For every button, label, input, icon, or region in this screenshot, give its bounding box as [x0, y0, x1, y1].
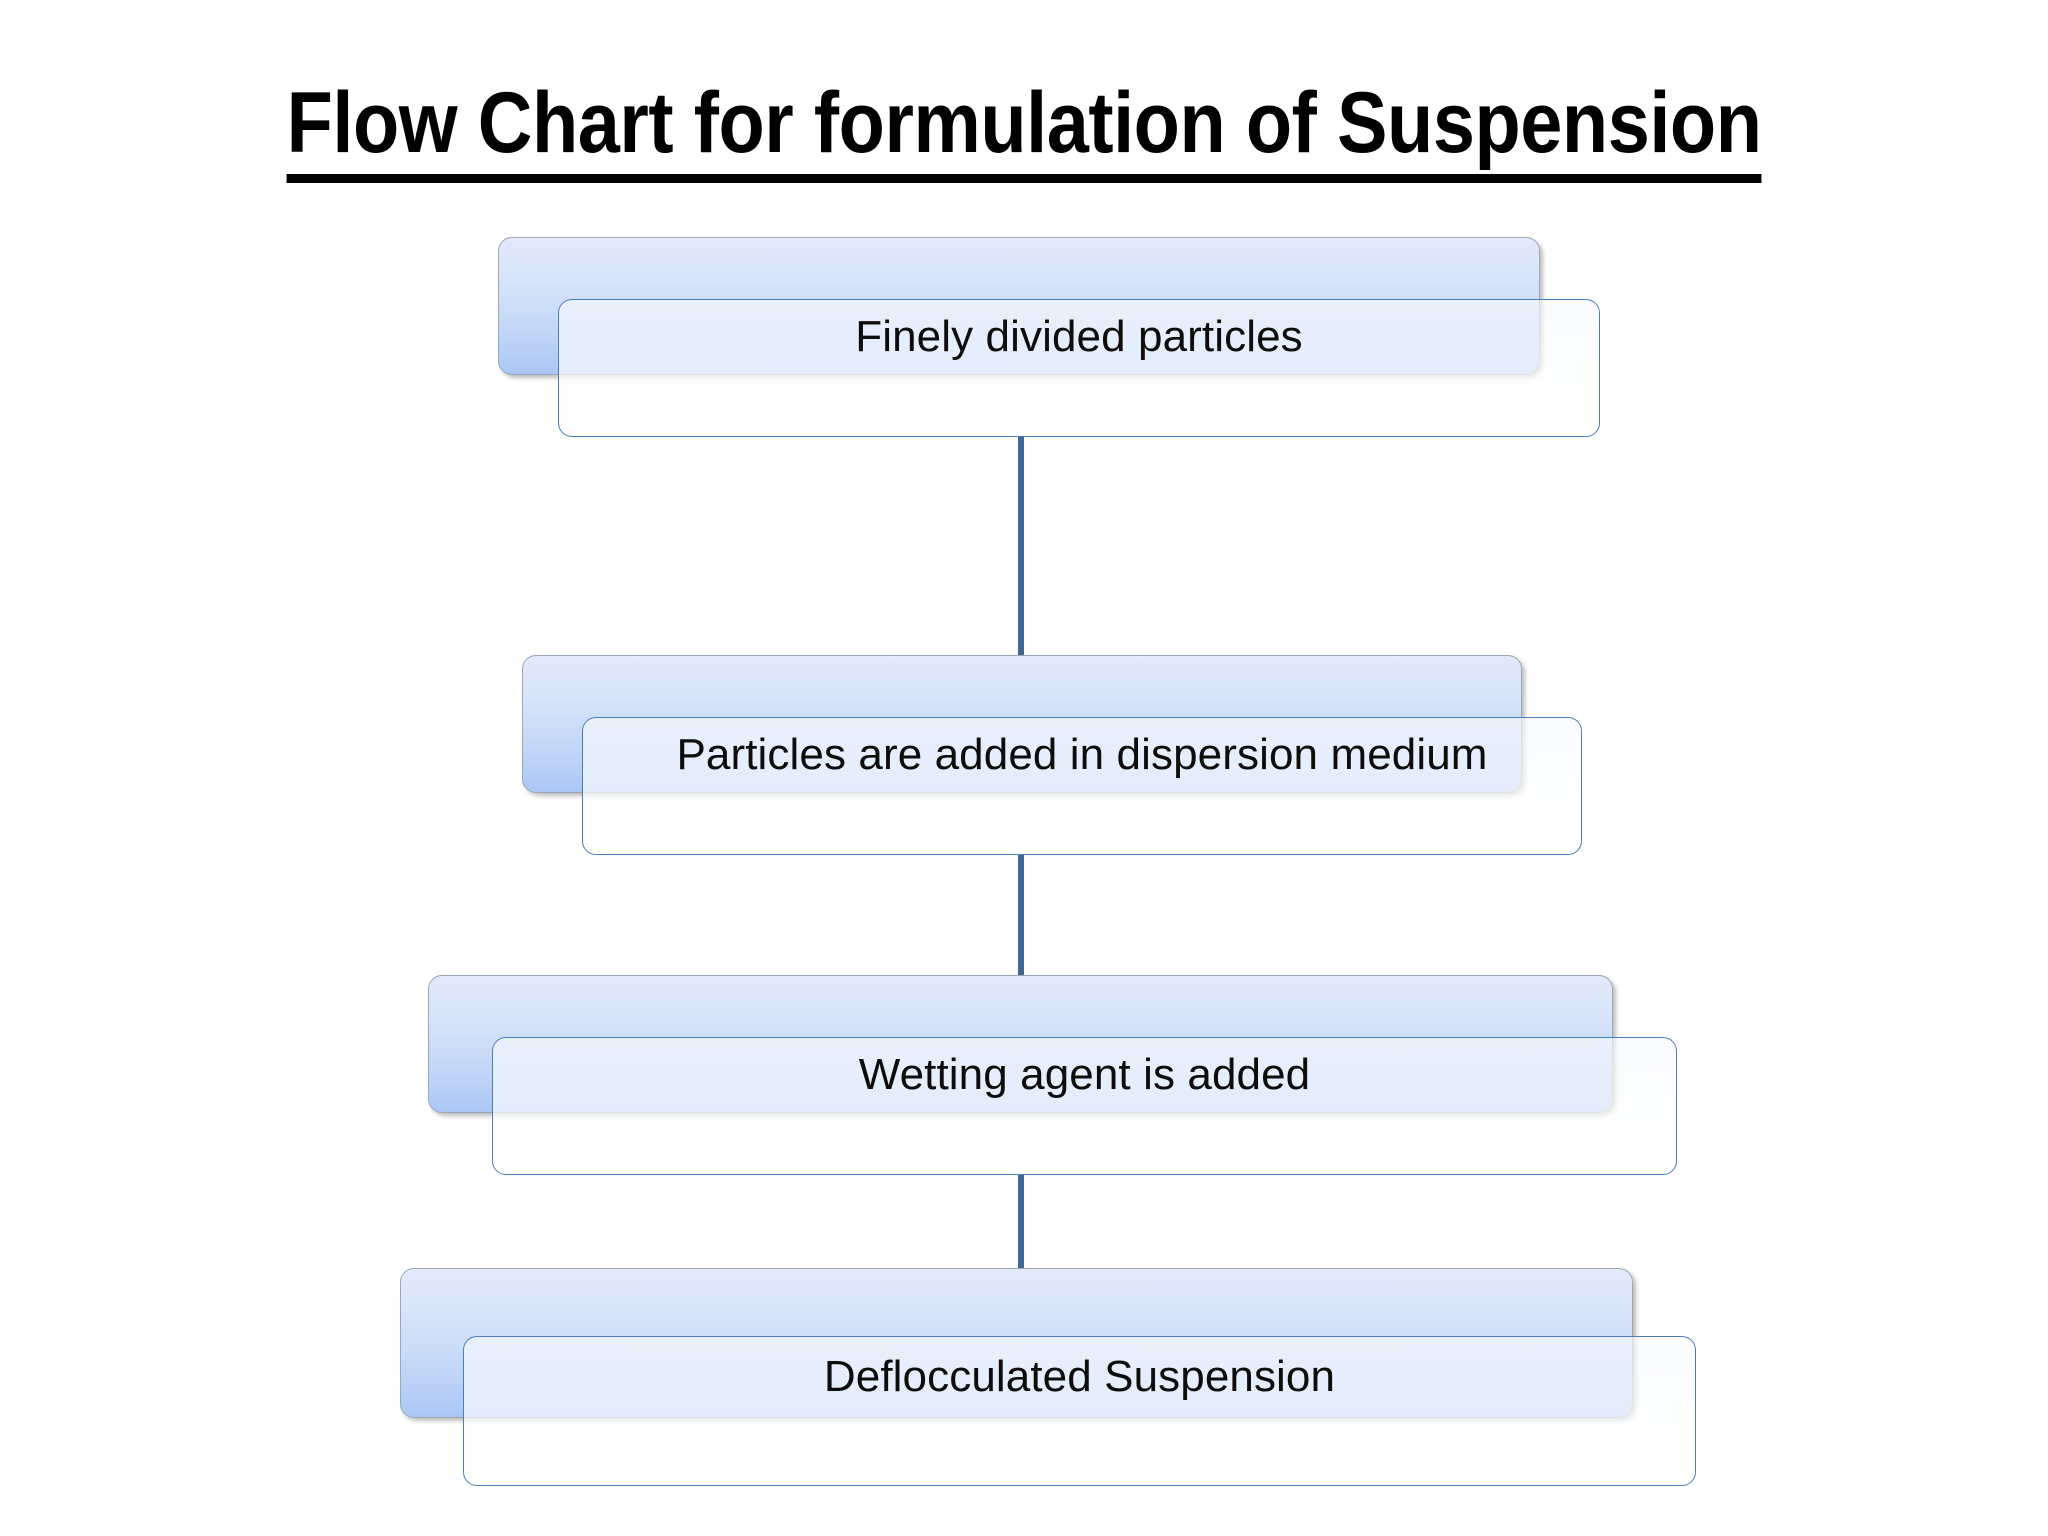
step-4-front-panel[interactable] [463, 1336, 1696, 1486]
flow-step-2[interactable]: Particles are added in dispersion medium [522, 655, 1642, 855]
flow-step-4[interactable]: Deflocculated Suspension [400, 1268, 1720, 1488]
step-2-front-panel[interactable] [582, 717, 1582, 855]
connector-step-1-to-2 [1018, 437, 1024, 657]
connector-step-3-to-4 [1018, 1175, 1024, 1295]
step-3-front-panel[interactable] [492, 1037, 1677, 1175]
step-1-front-panel[interactable] [558, 299, 1600, 437]
page-title: Flow Chart for formulation of Suspension [286, 78, 1762, 184]
flow-step-3[interactable]: Wetting agent is added [428, 975, 1698, 1175]
connector-step-2-to-3 [1018, 855, 1024, 985]
flow-step-1[interactable]: Finely divided particles [498, 237, 1618, 437]
page-title-container: Flow Chart for formulation of Suspension [0, 78, 2048, 184]
